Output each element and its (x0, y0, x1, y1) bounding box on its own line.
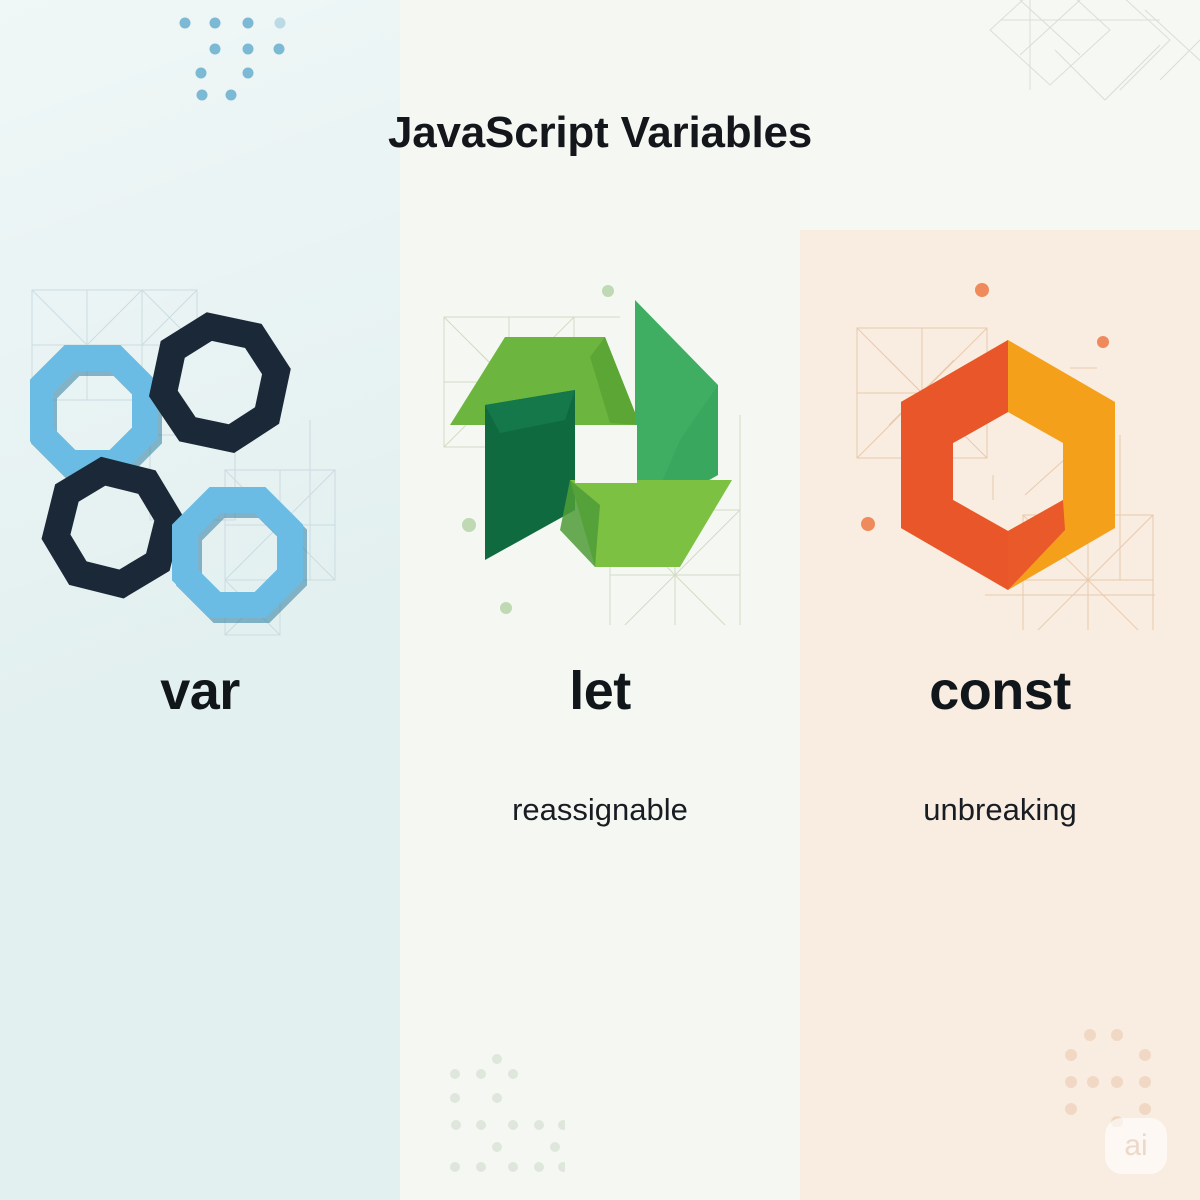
icon-four-octagon-rings (27, 280, 370, 650)
ai-watermark-logo: ai (1105, 1118, 1167, 1174)
card-label-const: const (929, 661, 1071, 721)
page-title: JavaScript Variables (387, 108, 813, 157)
dot-cluster-top-left (179, 17, 286, 101)
geometric-line-decor-top-right (989, 0, 1200, 101)
icon-green-pinwheel (440, 295, 760, 641)
icon-orange-hexagon-ring (845, 300, 1165, 646)
accent-dots-let (462, 285, 614, 614)
card-subtitle-let: reassignable (512, 792, 688, 827)
card-label-let: let (569, 661, 631, 721)
panel-let (400, 0, 800, 1200)
card-label-var: var (160, 661, 240, 721)
dot-cluster-bottom-middle (450, 1054, 565, 1172)
ai-watermark-label: ai (1124, 1129, 1148, 1162)
card-subtitle-const: unbreaking (923, 792, 1077, 827)
dot-cluster-bottom-right (1065, 1029, 1151, 1127)
accent-dots-const (861, 283, 1109, 531)
